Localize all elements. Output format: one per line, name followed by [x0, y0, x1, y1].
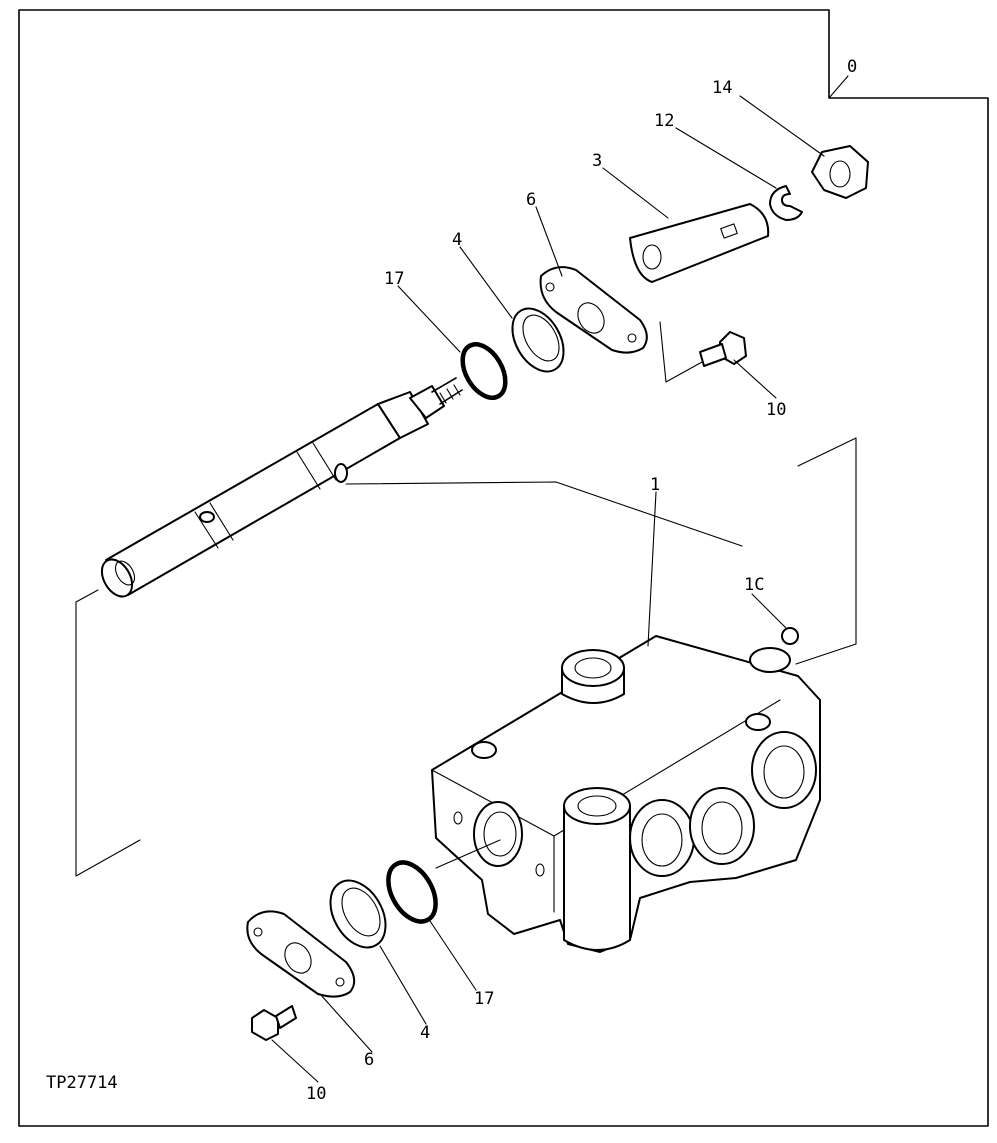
leader-lines — [271, 95, 825, 1083]
seal-ring-bottom — [329, 879, 387, 949]
assembly-guide-lines — [75, 321, 857, 877]
callout-14: 14 — [712, 78, 732, 98]
callout-6-top: 6 — [526, 190, 536, 210]
check-ball — [781, 627, 799, 645]
seal-ring-top — [511, 307, 565, 373]
figure-id: TP27714 — [46, 1073, 118, 1093]
callout-17-bottom: 17 — [474, 989, 494, 1009]
callout-1c: 1C — [744, 575, 764, 595]
cap-screw-bottom — [251, 1005, 297, 1041]
spool — [100, 377, 463, 598]
callout-1: 1 — [650, 475, 660, 495]
flange-plate-bottom — [246, 910, 356, 998]
flange-plate-top — [539, 266, 648, 354]
hex-nut — [811, 145, 869, 199]
o-ring-bottom — [386, 860, 438, 924]
o-ring-top — [460, 342, 508, 400]
callout-4-bottom: 4 — [420, 1023, 430, 1043]
callout-3: 3 — [592, 151, 602, 171]
diagram-frame — [18, 9, 989, 1127]
callout-17-top: 17 — [384, 269, 404, 289]
callout-12: 12 — [654, 111, 674, 131]
frame-notch-leader — [828, 75, 849, 99]
callout-4-top: 4 — [452, 230, 462, 250]
callout-10-top: 10 — [766, 400, 786, 420]
callout-6-bottom: 6 — [364, 1050, 374, 1070]
callout-10-bottom: 10 — [306, 1084, 326, 1104]
snap-ring — [769, 185, 803, 221]
callout-0: 0 — [847, 57, 857, 77]
valve-body — [431, 635, 821, 953]
cap-screw-top — [699, 331, 747, 367]
lever-link — [629, 203, 770, 283]
